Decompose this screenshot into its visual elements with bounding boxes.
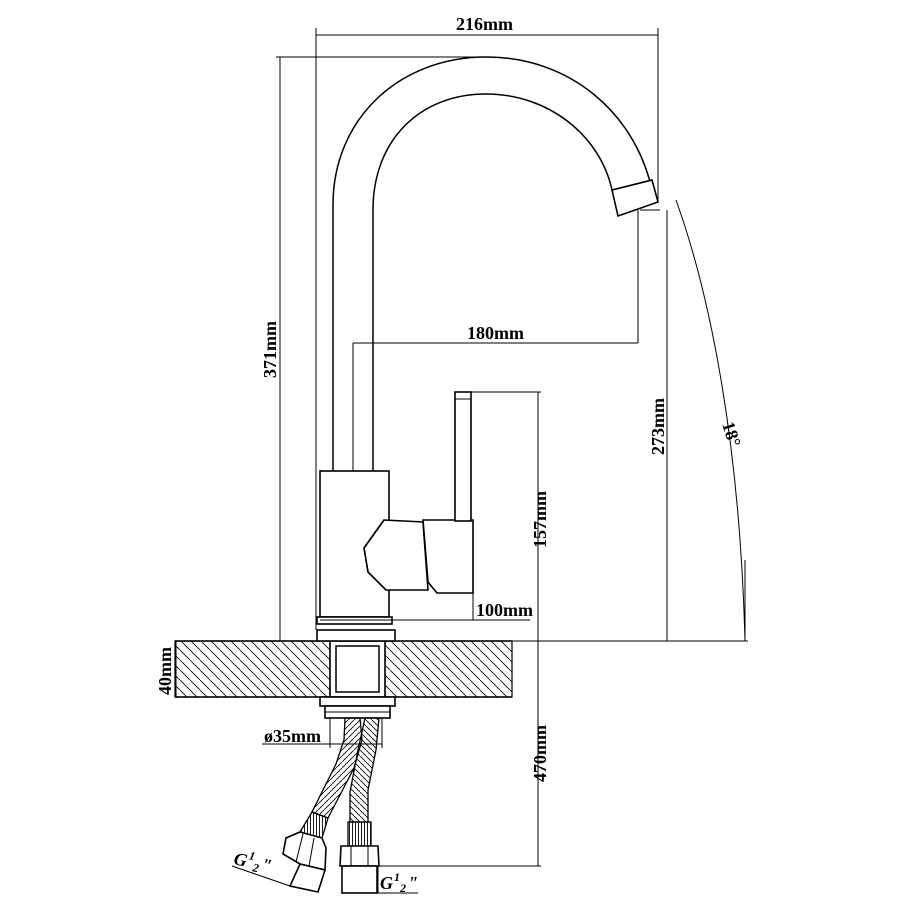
swivel-angle-label: 18°: [718, 419, 745, 449]
thread-right-denominator: 2: [399, 881, 406, 895]
dimension-labels: 216mm 180mm 371mm 273mm 157mm 100mm 40mm…: [155, 14, 745, 782]
thread-right-letter: G: [380, 873, 393, 893]
supply-hose-right: [339, 717, 380, 894]
thread-left-mark: ": [260, 854, 274, 876]
faucet-spout: [332, 56, 660, 471]
supply-hose-left: [282, 717, 363, 893]
thread-left-numerator: 1: [248, 848, 257, 863]
handle-height-label: 157mm: [530, 491, 550, 548]
spout-height-label: 273mm: [648, 398, 668, 455]
overall-height-label: 371mm: [260, 321, 280, 378]
thread-right-mark: ": [408, 873, 418, 893]
spout-reach-label: 180mm: [467, 323, 524, 343]
hole-diameter-label: ø35mm: [264, 726, 321, 746]
thread-label-right: G 1 2 ": [380, 870, 418, 895]
overall-width-label: 216mm: [456, 14, 513, 34]
thread-left-denominator: 2: [250, 860, 260, 875]
mixer-handle: [363, 391, 474, 594]
thread-right-numerator: 1: [394, 870, 400, 884]
thread-left-letter: G: [232, 848, 249, 870]
deck-thickness-label: 40mm: [155, 647, 175, 695]
mounting-shank: [319, 640, 396, 719]
dimension-lines: [175, 28, 748, 894]
base-width-label: 100mm: [476, 600, 533, 620]
hose-length-label: 470mm: [530, 725, 550, 782]
thread-label-left: G 1 2 ": [232, 848, 274, 876]
